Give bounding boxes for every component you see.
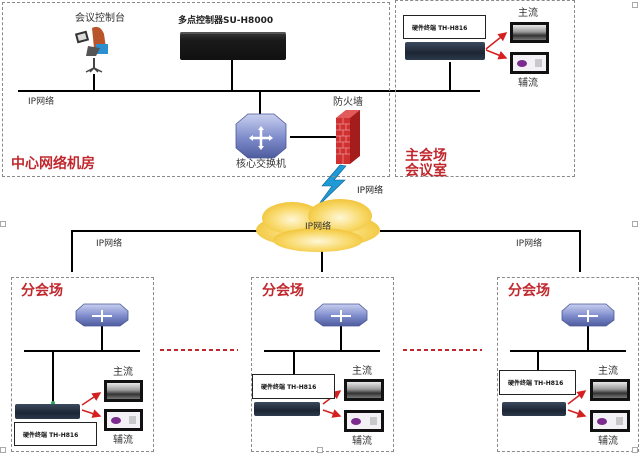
left-branch-link-label: IP网络 (96, 239, 123, 249)
branch1-main-stream-label: 主流 (113, 367, 133, 378)
resize-handle-bottom-center[interactable] (317, 447, 323, 453)
main-venue-aux-stream-label: 辅流 (518, 78, 538, 89)
branch3-arrow-main (567, 390, 587, 405)
branch1-aux-stream-label: 辅流 (113, 435, 133, 446)
core-switch-label: 核心交换机 (236, 159, 286, 170)
main-venue-title-line1: 主会场 (405, 148, 447, 164)
main-venue-arrow-aux (485, 49, 508, 60)
branch3-switch-icon (561, 303, 615, 327)
branch2-arrow-aux (322, 409, 342, 418)
branch2-terminal-device-icon (254, 402, 320, 416)
firewall-label: 防火墙 (333, 97, 363, 108)
branch1-terminal-label: 硬件终端 TH-H816 (14, 422, 97, 446)
branch2-main-monitor-icon (344, 379, 384, 401)
branch1-aux-monitor-icon (104, 409, 143, 431)
core-switch-icon (235, 113, 287, 159)
resize-handle-bottom-left[interactable] (0, 447, 6, 453)
console-operator-icon (74, 26, 108, 73)
branch-zone-1 (11, 277, 154, 452)
center-lan-label: IP网络 (28, 97, 55, 107)
resize-handle-bottom-right[interactable] (632, 447, 638, 453)
main-venue-terminal-device-icon (405, 42, 485, 60)
resize-handle-right[interactable] (632, 221, 638, 227)
branch3-terminal-device-icon (502, 402, 566, 416)
branch2-aux-monitor-icon (344, 410, 384, 432)
branch2-switch-icon (314, 303, 368, 327)
branch3-title: 分会场 (508, 283, 550, 299)
branch2-title: 分会场 (262, 283, 304, 299)
branch-zone-3 (497, 277, 639, 452)
main-venue-terminal-label: 硬件终端 TH-H816 (403, 15, 486, 39)
branch2-aux-stream-label: 辅流 (352, 436, 372, 447)
branch1-arrow-main (81, 392, 102, 406)
branch2-main-stream-label: 主流 (352, 366, 372, 377)
main-venue-main-monitor-icon (510, 22, 549, 43)
cloud-label: IP网络 (305, 222, 332, 232)
branch3-main-stream-label: 主流 (598, 366, 618, 377)
branch3-aux-monitor-icon (590, 410, 630, 432)
branch2-terminal-label: 硬件终端 TH-H816 (252, 374, 335, 399)
branch3-arrow-aux (567, 409, 587, 418)
branch1-terminal-device-icon (15, 404, 80, 419)
branch1-arrow-aux (81, 409, 102, 418)
ip-cloud-icon (256, 199, 380, 252)
console-label: 会议控制台 (75, 13, 125, 24)
mcu-label: 多点控制器SU-H8000 (178, 16, 274, 26)
wan-bus-right (380, 230, 581, 272)
main-venue-arrow-main (485, 32, 508, 50)
wan-link-label: IP网络 (357, 186, 384, 196)
branch1-switch-icon (75, 303, 129, 327)
main-venue-zone (395, 0, 575, 177)
resize-handle-top-right[interactable] (632, 2, 638, 8)
firewall-icon (336, 110, 360, 164)
branch3-aux-stream-label: 辅流 (598, 436, 618, 447)
main-venue-main-stream-label: 主流 (518, 8, 538, 19)
resize-handle-left[interactable] (0, 221, 6, 227)
main-venue-title-line2: 会议室 (405, 163, 447, 179)
center-network-room-zone (2, 2, 390, 177)
center-zone-title: 中心网络机房 (11, 156, 95, 172)
wan-bus-left (71, 230, 258, 272)
lightning-icon (315, 164, 347, 209)
branch3-terminal-label: 硬件终端 TH-H816 (499, 370, 576, 395)
mcu-device-icon (180, 32, 286, 60)
branch1-main-monitor-icon (104, 380, 143, 402)
right-branch-link-label: IP网络 (516, 239, 543, 249)
branch1-title: 分会场 (21, 283, 63, 299)
main-venue-aux-monitor-icon (510, 52, 549, 74)
branch3-main-monitor-icon (590, 379, 630, 401)
